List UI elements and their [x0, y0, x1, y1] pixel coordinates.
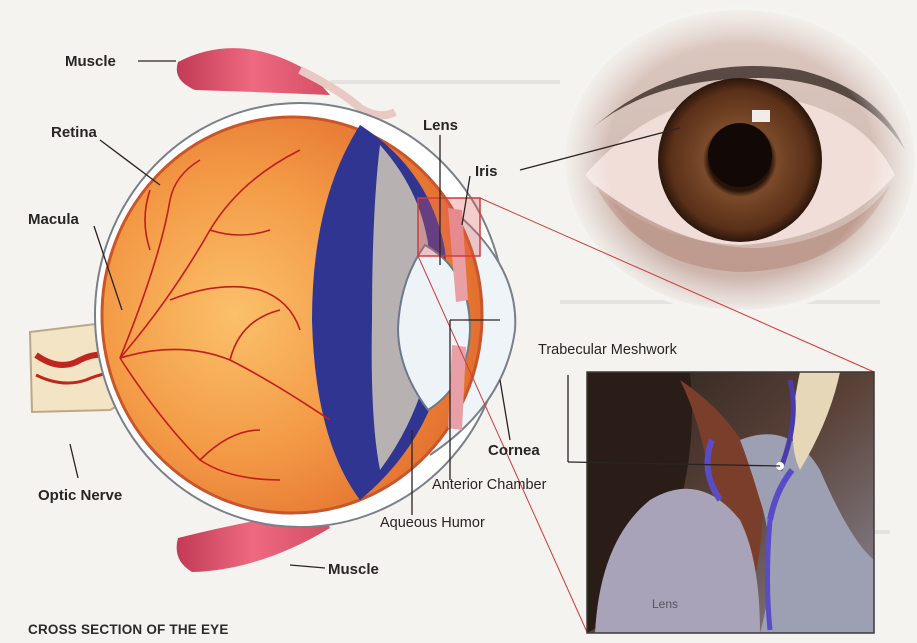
label-optic-nerve: Optic Nerve — [38, 488, 122, 503]
zoom-box — [418, 198, 480, 256]
label-anterior-chamber: Anterior Chamber — [432, 478, 546, 493]
label-macula: Macula — [28, 212, 79, 227]
label-retina: Retina — [51, 125, 97, 140]
label-lens: Lens — [423, 118, 458, 133]
label-cornea: Cornea — [488, 443, 540, 458]
label-iris: Iris — [475, 164, 498, 179]
trabecular-inset — [587, 372, 874, 633]
eye-photo — [562, 5, 917, 315]
label-trabecular-meshwork: Trabecular Meshwork — [538, 343, 677, 358]
label-aqueous-humor: Aqueous Humor — [380, 516, 485, 531]
label-inset-lens: Lens — [652, 597, 678, 611]
eyeball-cross-section — [30, 103, 515, 527]
figure-caption: CROSS SECTION OF THE EYE — [28, 622, 229, 637]
label-muscle-bottom: Muscle — [328, 562, 379, 577]
label-muscle-top: Muscle — [65, 54, 116, 69]
